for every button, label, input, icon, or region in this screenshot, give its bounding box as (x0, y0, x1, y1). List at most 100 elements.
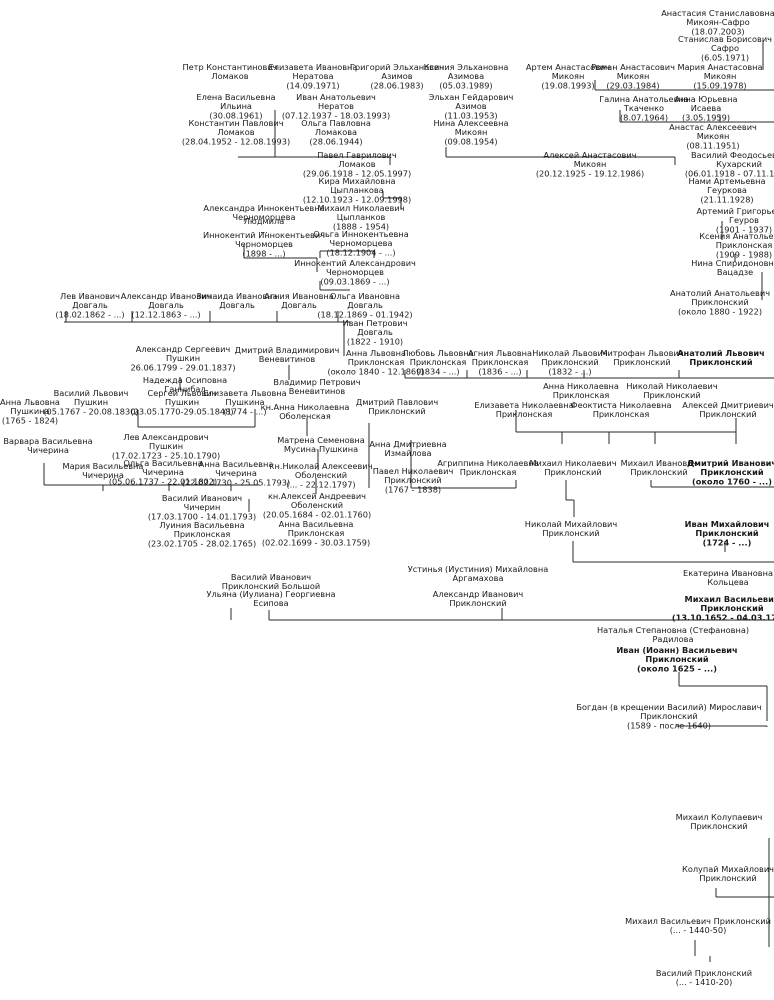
person-node-line: Агния Львовна (468, 348, 532, 358)
person-node-line: (1767 - 1838) (385, 484, 441, 494)
person-node-line: Микоян (697, 131, 730, 141)
person-node-line: (1765 - 1824) (2, 415, 58, 425)
person-node-line: Дмитрий Иванович (687, 458, 774, 468)
person-node-line: (18.12.1904 - ...) (326, 247, 395, 257)
person-node-line: Приклонский (542, 528, 599, 538)
person-node-line: Галина Анатольевна (599, 94, 689, 104)
person-node-line: Ольга Павловна (301, 118, 371, 128)
person-node-line: Сергей Львович (147, 388, 216, 398)
person-node-line: Иван (Иоанн) Васильевич (616, 645, 737, 655)
person-node-line: Приклонский (541, 357, 598, 367)
person-node-line: Довгаль (219, 300, 255, 310)
person-node-line: Приклонская (553, 390, 610, 400)
person-node-line: Иван Михайлович (685, 519, 770, 529)
person-node-line: (23.02.1705 - 28.02.1765) (148, 538, 256, 548)
person-node-line: (18.12.1869 - 01.1942) (317, 309, 412, 319)
person-node-line: Лев Александрович (123, 432, 208, 442)
person-node-line: Анна Львовна (346, 348, 406, 358)
person-node-line: Василий Феодосьевич (691, 150, 774, 160)
person-node-line: Микоян (455, 127, 488, 137)
person-node-line: Иннокентий Александрович (294, 258, 416, 268)
person-node-line: Луиния Васильевна (159, 520, 244, 530)
person-node-line: Феоктиста Николаевна (571, 400, 672, 410)
person-node-line: Дмитрий Павлович (356, 397, 438, 407)
person-node-line: Приклонский (689, 357, 752, 367)
person-node-line: Кухарский (716, 159, 762, 169)
person-node-line: Оболенский (291, 500, 343, 510)
person-node-line: (1774 - ...) (223, 406, 266, 416)
person-node-line: Василий Приклонский (656, 968, 752, 978)
person-node-line: (18.07.2003) (691, 26, 744, 36)
person-node-line: Приклонская (593, 409, 650, 419)
person-node-line: (около 1840 - 12.1869) (327, 366, 424, 376)
person-node-line: Павел Николаевич (373, 466, 454, 476)
person-node-line: Михаил Колупаевич (676, 812, 763, 822)
person-node-line: (1834 - ...) (416, 366, 459, 376)
person-node-line: Елизавета Львовна (203, 388, 286, 398)
person-node-line: (15.09.1978) (693, 80, 746, 90)
person-node-line: Цыпланков (337, 212, 386, 222)
person-node-line: Василий Львович (54, 388, 129, 398)
person-node-line: Людмила (244, 216, 284, 226)
person-node-line: Ильина (220, 101, 252, 111)
person-node-line: Владимир Петрович (273, 377, 360, 387)
person-node-line: Приклонская (288, 528, 345, 538)
person-node-line: (1909 - 1988) (716, 249, 772, 259)
person-node-line: Приклонский (700, 603, 763, 613)
person-node-line: Приклонский (695, 528, 758, 538)
person-node-line: Приклонский (699, 409, 756, 419)
person-node-line: Черноморцева (232, 212, 295, 222)
person-node-line: Приклонский (690, 821, 747, 831)
person-node-line: Приклонский (700, 467, 763, 477)
person-node-line: Довгаль (148, 300, 184, 310)
person-node-line: Приклонский Большой (222, 581, 320, 591)
person-node-line: Ганнибал (164, 384, 205, 394)
person-node-line: Аргамахова (452, 573, 503, 583)
person-node-line: Нами Артемьевна (688, 176, 765, 186)
person-node-line: Ткаченко (623, 103, 664, 113)
person-node-line: (28.06.1944) (309, 136, 362, 146)
person-node-line: (8.07.1964) (620, 112, 668, 122)
person-node-line: Дмитрий Владимирович (235, 345, 340, 355)
person-node-line: Иван Петрович (342, 318, 407, 328)
person-node-line: Приклонский (630, 467, 687, 477)
person-node-line: (05.03.1989) (439, 80, 492, 90)
person-node-line: Оболенский (295, 470, 347, 480)
person-node-line: (1901 - 1937) (716, 224, 772, 234)
person-node-line: Довгаль (347, 300, 383, 310)
person-node-line: Вацадзе (717, 267, 753, 277)
person-node-line: Приклонский (449, 598, 506, 608)
person-node-line: Радилова (652, 634, 693, 644)
person-node-line: Кольцева (707, 577, 748, 587)
person-node: Михаил Васильевич Приклонский(... - 1440… (625, 916, 771, 935)
person-node-line: (12.12.1863 - ...) (131, 309, 200, 319)
person-node-line: Нератов (318, 101, 354, 111)
person-node-line: (19.08.1993) (541, 80, 594, 90)
